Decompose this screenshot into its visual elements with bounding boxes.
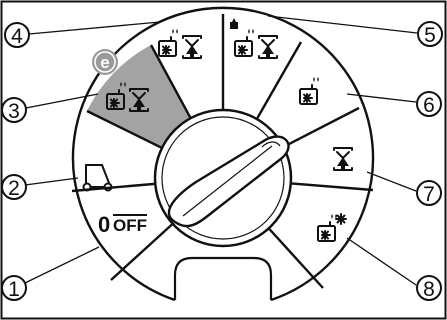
off-position-label: 0 OFF bbox=[98, 212, 147, 237]
lift-icon bbox=[333, 147, 353, 171]
callout-1-label: 1 bbox=[8, 278, 20, 301]
spray-and-lift-icon bbox=[158, 28, 202, 59]
callout-8-label: 8 bbox=[423, 278, 435, 301]
callout-2: 2 bbox=[1, 174, 27, 200]
tank-spray-and-lift-icon bbox=[230, 18, 278, 59]
callout-6: 6 bbox=[416, 91, 442, 117]
callout-7-label: 7 bbox=[423, 183, 435, 206]
callout-leaders bbox=[24, 15, 418, 286]
callout-7: 7 bbox=[416, 180, 442, 206]
callout-1: 1 bbox=[1, 275, 27, 301]
eco-badge-label: e bbox=[100, 53, 109, 72]
knob-pointer[interactable] bbox=[167, 135, 290, 228]
off-number: 0 bbox=[98, 212, 110, 237]
callout-6-label: 6 bbox=[423, 94, 435, 117]
callout-5: 5 bbox=[417, 21, 443, 47]
callout-3: 3 bbox=[1, 97, 27, 123]
dial-outline bbox=[71, 6, 375, 302]
light-spray-icon bbox=[317, 213, 347, 242]
spray-icon bbox=[299, 76, 320, 105]
eco-badge: e bbox=[92, 49, 118, 75]
tractor-hitch-icon bbox=[82, 164, 113, 192]
off-text: OFF bbox=[113, 216, 147, 235]
callout-4-label: 4 bbox=[11, 25, 23, 48]
callout-8: 8 bbox=[416, 275, 442, 301]
selector-knob[interactable] bbox=[153, 108, 293, 248]
callout-2-label: 2 bbox=[8, 177, 20, 200]
dial-base-notch bbox=[173, 256, 273, 300]
callout-3-label: 3 bbox=[8, 100, 20, 123]
callout-4: 4 bbox=[4, 22, 30, 48]
callout-5-label: 5 bbox=[424, 24, 436, 47]
